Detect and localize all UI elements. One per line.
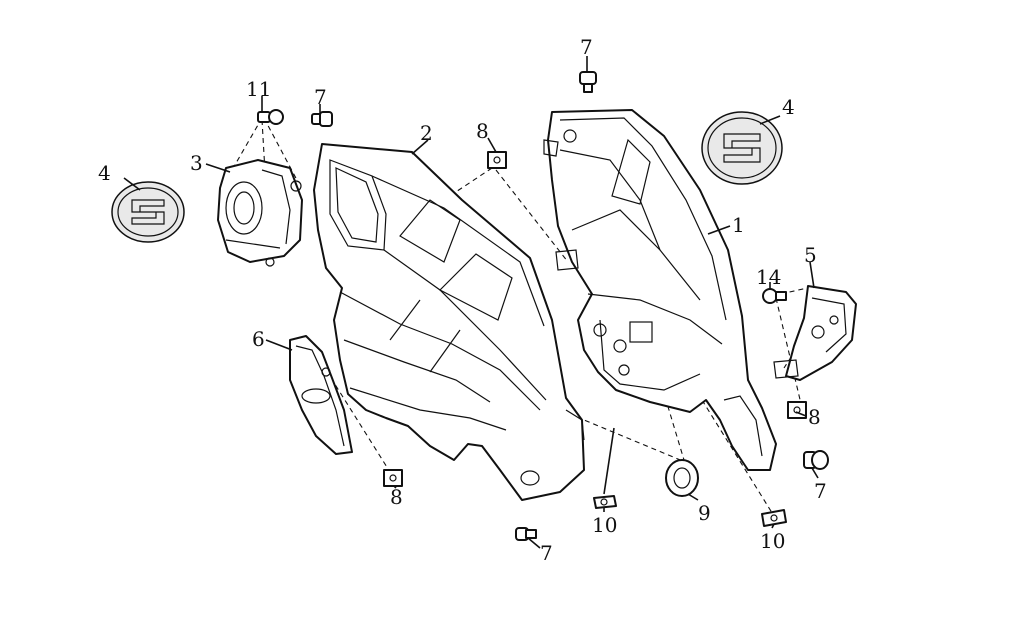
bracket [773, 285, 857, 381]
callout-7-right: 7 [814, 479, 827, 503]
callout-1: 1 [732, 213, 745, 237]
callout-3: 3 [190, 151, 203, 175]
callout-8-top: 8 [476, 119, 489, 143]
speaker-panel [217, 159, 303, 267]
logo-emblem-icon [131, 199, 165, 225]
clip-nut-icon [383, 469, 403, 487]
screw-icon [579, 71, 597, 93]
emblem-left [111, 181, 185, 243]
callout-11: 11 [246, 77, 271, 101]
callout-labels: 1 2 3 4 4 5 6 7 7 7 7 8 8 8 9 10 10 11 1… [98, 35, 827, 565]
clip-nut-icon [487, 151, 507, 169]
callout-10-center: 10 [592, 513, 617, 537]
side-panel [289, 335, 353, 455]
screw-icon [515, 527, 537, 541]
screw-icon [311, 111, 333, 127]
front-cover-left [313, 143, 585, 501]
rivet-clip [761, 509, 787, 527]
callout-6: 6 [252, 327, 265, 351]
callout-2: 2 [420, 121, 433, 145]
leader-lines [123, 56, 819, 549]
callout-9: 9 [698, 501, 711, 525]
screw-icon [257, 109, 284, 125]
callout-10-right: 10 [760, 529, 785, 553]
callout-7-bottom: 7 [540, 541, 553, 565]
callout-4-right: 4 [782, 95, 795, 119]
screw-icon [803, 450, 829, 470]
callout-14: 14 [756, 265, 781, 289]
rivet-clip [593, 495, 617, 509]
callout-5: 5 [804, 243, 817, 267]
callout-7-top: 7 [580, 35, 593, 59]
callout-4-left: 4 [98, 161, 111, 185]
callout-8-right: 8 [808, 405, 821, 429]
callout-8-bottom: 8 [390, 485, 403, 509]
emblem-right [701, 111, 783, 185]
logo-emblem-icon [723, 133, 761, 163]
screw-icon [762, 288, 787, 304]
front-cover-right [543, 109, 777, 471]
grommet [665, 459, 699, 497]
callout-7-upper-left: 7 [314, 85, 327, 109]
